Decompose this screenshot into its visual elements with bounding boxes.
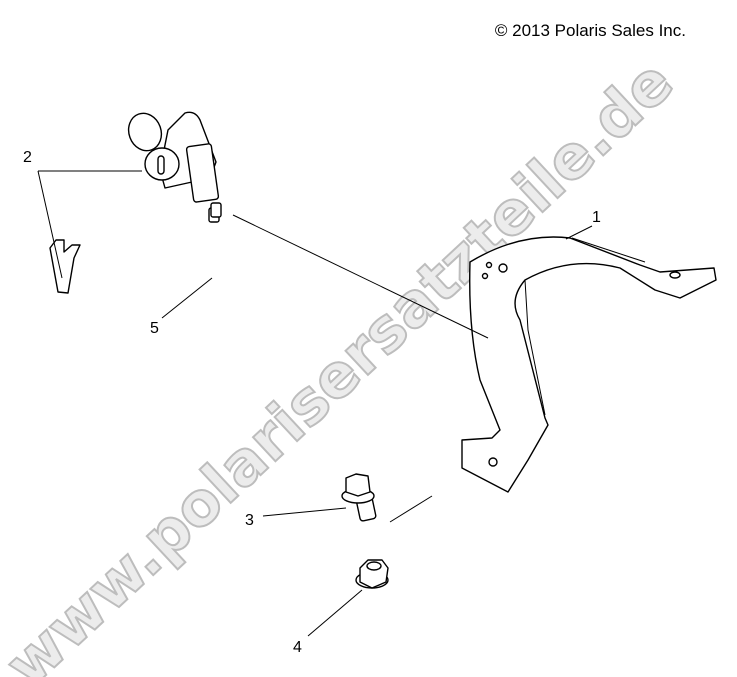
callout-4: 4 <box>293 639 302 656</box>
screw-part <box>208 202 222 223</box>
copyright-text: © 2013 Polaris Sales Inc. <box>495 21 686 40</box>
watermark: www.polarisersatzteile.de <box>0 47 687 677</box>
leader-line-1 <box>565 225 593 240</box>
callout-1: 1 <box>592 209 601 226</box>
leader-line-5 <box>161 277 213 319</box>
flange-nut-part <box>355 559 389 589</box>
assembly-line-bolt <box>389 495 433 523</box>
assembly-line-switch <box>232 214 489 339</box>
leader-line-4 <box>307 589 363 637</box>
flange-bolt-part <box>341 473 377 522</box>
callout-5: 5 <box>150 320 159 337</box>
bracket-part <box>461 236 717 493</box>
callout-2: 2 <box>23 149 32 166</box>
leader-line-2 <box>37 170 142 279</box>
callout-3: 3 <box>245 512 254 529</box>
ignition-switch-part <box>49 111 220 294</box>
leader-line-3 <box>262 507 347 517</box>
